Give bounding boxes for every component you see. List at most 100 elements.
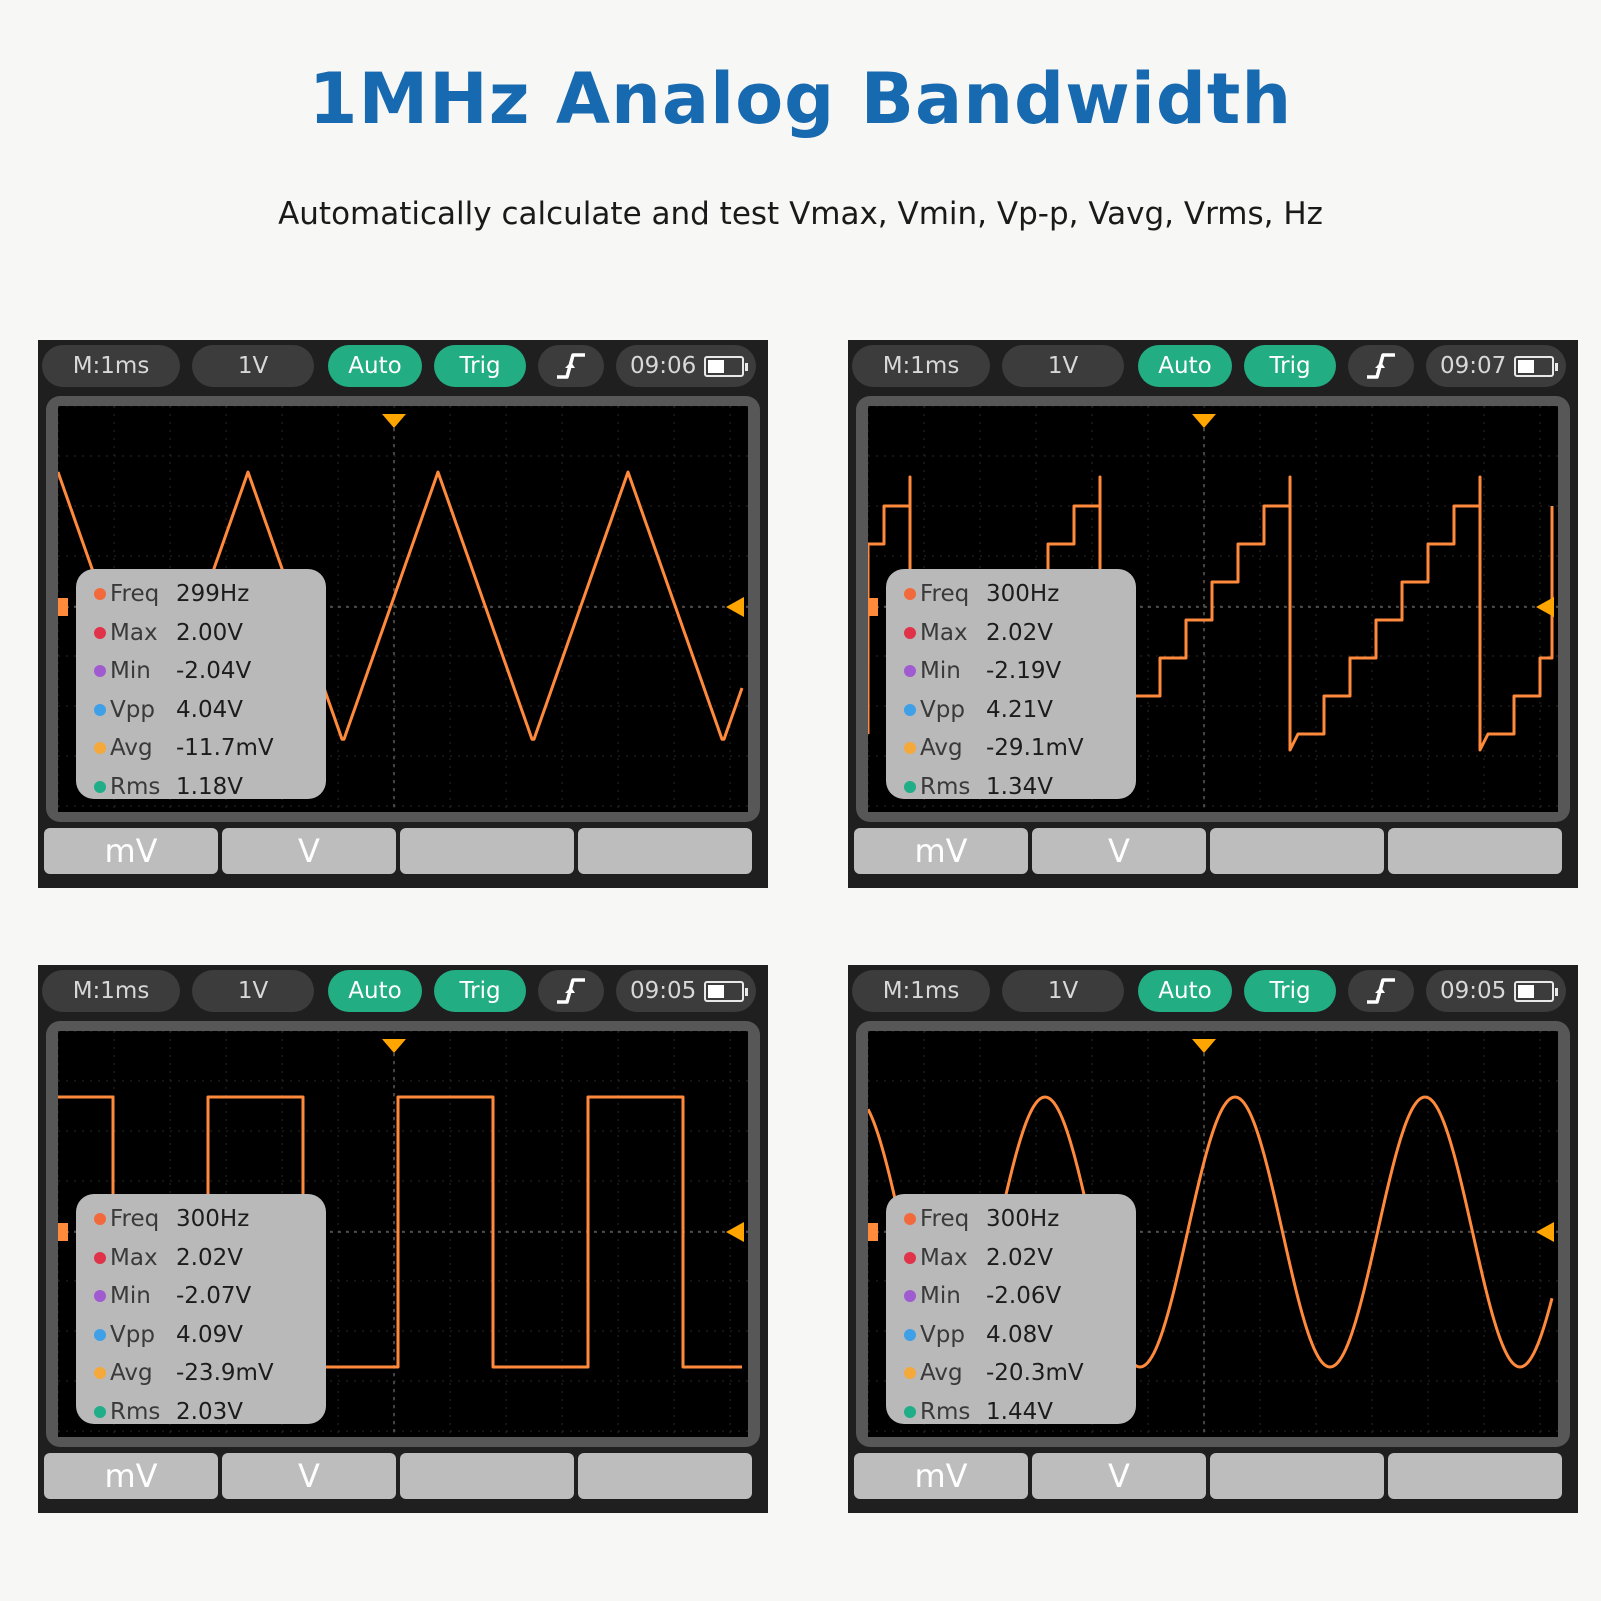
channel-ground-marker[interactable] bbox=[58, 598, 68, 616]
trigger-level-marker[interactable] bbox=[1536, 1222, 1554, 1242]
measurement-value: 1.34V bbox=[986, 773, 1053, 800]
measurement-dot-icon bbox=[904, 742, 916, 755]
measurement-value: 1.44V bbox=[986, 1398, 1053, 1425]
trig-button[interactable]: Trig bbox=[434, 970, 526, 1012]
trigger-level-marker[interactable] bbox=[1536, 597, 1554, 617]
measurement-label: Rms bbox=[920, 773, 971, 800]
measurement-label: Rms bbox=[110, 773, 161, 800]
timebase-indicator[interactable]: M:1ms bbox=[42, 345, 180, 387]
softkey-4[interactable] bbox=[1388, 828, 1562, 874]
measurement-value: 2.03V bbox=[176, 1398, 243, 1425]
trigger-edge-button[interactable] bbox=[538, 345, 604, 387]
measurement-label: Avg bbox=[920, 735, 963, 762]
softkey-4[interactable] bbox=[1388, 1453, 1562, 1499]
softkey-3[interactable] bbox=[400, 1453, 574, 1499]
measurement-row: Avg-20.3mV bbox=[904, 1354, 1136, 1393]
rising-edge-icon bbox=[557, 353, 585, 379]
measurement-label: Vpp bbox=[110, 696, 155, 723]
trigger-position-marker[interactable] bbox=[382, 1039, 406, 1053]
timebase-indicator[interactable]: M:1ms bbox=[42, 970, 180, 1012]
trigger-edge-button[interactable] bbox=[1348, 970, 1414, 1012]
timebase-indicator-text: M:1ms bbox=[72, 353, 150, 379]
volts-per-div-indicator[interactable]: 1V bbox=[1002, 345, 1124, 387]
measurement-row: Min-2.07V bbox=[94, 1277, 326, 1316]
measurement-value: 4.21V bbox=[986, 696, 1053, 723]
volts-per-div-indicator[interactable]: 1V bbox=[192, 970, 314, 1012]
volts-per-div-indicator[interactable]: 1V bbox=[192, 345, 314, 387]
measurement-value: 2.02V bbox=[986, 619, 1053, 646]
measurement-label: Max bbox=[920, 619, 968, 646]
measurement-label: Min bbox=[110, 658, 151, 685]
measurement-dot-icon bbox=[94, 742, 106, 755]
measurement-value: -20.3mV bbox=[986, 1360, 1084, 1387]
softkey-2[interactable]: V bbox=[1032, 1453, 1206, 1499]
softkey-1[interactable]: mV bbox=[44, 828, 218, 874]
trig-button[interactable]: Trig bbox=[1244, 970, 1336, 1012]
measurement-label: Max bbox=[110, 619, 158, 646]
trigger-level-marker[interactable] bbox=[726, 1222, 744, 1242]
auto-button-text: Auto bbox=[348, 353, 402, 379]
auto-button[interactable]: Auto bbox=[328, 345, 422, 387]
trigger-position-marker[interactable] bbox=[1192, 414, 1216, 428]
trigger-position-marker[interactable] bbox=[382, 414, 406, 428]
softkey-3[interactable] bbox=[1210, 1453, 1384, 1499]
measurement-label: Rms bbox=[110, 1398, 161, 1425]
auto-button[interactable]: Auto bbox=[1138, 345, 1232, 387]
page-title: 1MHz Analog Bandwidth bbox=[308, 58, 1293, 140]
volts-per-div-indicator-text: 1V bbox=[237, 353, 269, 379]
clock-display: 09:05 bbox=[1426, 970, 1566, 1012]
trigger-edge-button[interactable] bbox=[538, 970, 604, 1012]
channel-ground-marker[interactable] bbox=[868, 598, 878, 616]
softkey-2[interactable]: V bbox=[222, 828, 396, 874]
softkey-3[interactable] bbox=[400, 828, 574, 874]
timebase-indicator-text: M:1ms bbox=[72, 978, 150, 1004]
measurement-dot-icon bbox=[94, 1328, 106, 1341]
timebase-indicator[interactable]: M:1ms bbox=[852, 970, 990, 1012]
trigger-edge-button[interactable] bbox=[1348, 345, 1414, 387]
softkey-4[interactable] bbox=[578, 828, 752, 874]
measurement-dot-icon bbox=[904, 1328, 916, 1341]
softkey-2[interactable]: V bbox=[222, 1453, 396, 1499]
measurement-row: Avg-29.1mV bbox=[904, 729, 1136, 768]
softkey-1[interactable]: mV bbox=[854, 828, 1028, 874]
softkey-3[interactable] bbox=[1210, 828, 1384, 874]
trigger-position-marker[interactable] bbox=[1192, 1039, 1216, 1053]
measurement-label: Freq bbox=[920, 581, 970, 608]
channel-ground-marker[interactable] bbox=[58, 1223, 68, 1241]
measurement-dot-icon bbox=[94, 626, 106, 639]
trig-button[interactable]: Trig bbox=[1244, 345, 1336, 387]
softkey-1[interactable]: mV bbox=[44, 1453, 218, 1499]
softkey-2[interactable]: V bbox=[1032, 828, 1206, 874]
measurement-label: Rms bbox=[920, 1398, 971, 1425]
measurement-dot-icon bbox=[904, 780, 916, 793]
auto-button[interactable]: Auto bbox=[328, 970, 422, 1012]
trig-button[interactable]: Trig bbox=[434, 345, 526, 387]
softkey-1[interactable]: mV bbox=[854, 1453, 1028, 1499]
measurement-dot-icon bbox=[94, 703, 106, 716]
volts-per-div-indicator[interactable]: 1V bbox=[1002, 970, 1124, 1012]
trigger-level-marker[interactable] bbox=[726, 597, 744, 617]
measurement-row: Avg-11.7mV bbox=[94, 729, 326, 768]
softkey-4[interactable] bbox=[578, 1453, 752, 1499]
timebase-indicator[interactable]: M:1ms bbox=[852, 345, 990, 387]
measurement-value: 300Hz bbox=[176, 1206, 250, 1233]
measurement-row: Min-2.04V bbox=[94, 652, 326, 691]
page-subtitle: Automatically calculate and test Vmax, V… bbox=[278, 196, 1323, 232]
channel-ground-marker[interactable] bbox=[868, 1223, 878, 1241]
auto-button[interactable]: Auto bbox=[1138, 970, 1232, 1012]
measurement-value: 1.18V bbox=[176, 773, 243, 800]
measurement-value: 4.04V bbox=[176, 696, 243, 723]
auto-button-text: Auto bbox=[1158, 353, 1212, 379]
measurement-label: Max bbox=[920, 1244, 968, 1271]
